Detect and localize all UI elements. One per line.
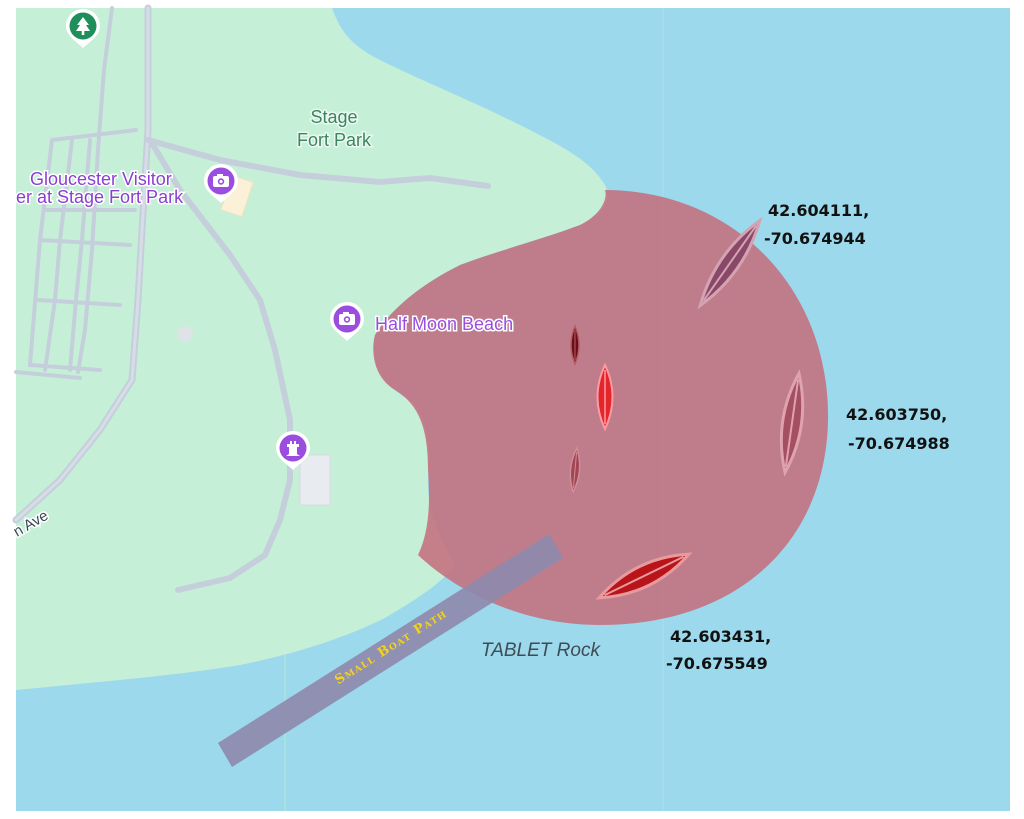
landmark-marker[interactable]	[276, 431, 310, 470]
boat-icon	[569, 446, 581, 494]
coordinate-lon: -70.675549	[666, 654, 768, 673]
land-area	[16, 8, 608, 690]
boat-icon	[570, 324, 580, 366]
boat-icon	[697, 216, 763, 310]
coordinate-lat: 42.603750,	[846, 405, 947, 424]
map-dot	[177, 326, 193, 342]
coordinate-lat: 42.603431,	[670, 627, 771, 646]
boat-icon	[595, 552, 693, 600]
coordinate-label: 42.604111, -70.674944	[764, 201, 869, 248]
beach-label: Half Moon Beach	[375, 314, 513, 334]
visitor-center-marker[interactable]	[204, 164, 238, 203]
camera-icon	[339, 312, 355, 325]
park-label: Stage	[310, 107, 357, 127]
camera-icon	[213, 174, 229, 187]
visitor-center-label: er at Stage Fort Park	[16, 187, 184, 207]
coordinate-lon: -70.674944	[764, 229, 866, 248]
park-marker[interactable]	[66, 9, 100, 48]
building	[299, 454, 331, 506]
small-boat-path[interactable]	[218, 534, 563, 767]
coordinate-lat: 42.604111,	[768, 201, 869, 220]
park-label: Fort Park	[297, 130, 372, 150]
boat-icon	[779, 369, 805, 477]
coordinate-lon: -70.674988	[848, 434, 950, 453]
boat-icon	[596, 362, 614, 432]
rock-label: TABLET Rock	[481, 640, 601, 661]
tree-icon	[76, 17, 90, 35]
road-network	[12, 4, 491, 593]
beach-marker[interactable]	[330, 302, 364, 341]
coordinate-label: 42.603750, -70.674988	[846, 405, 950, 453]
castle-icon	[286, 441, 300, 456]
visitor-center-label: Gloucester Visitor	[30, 169, 172, 189]
coordinate-label: 42.603431, -70.675549	[666, 627, 771, 673]
